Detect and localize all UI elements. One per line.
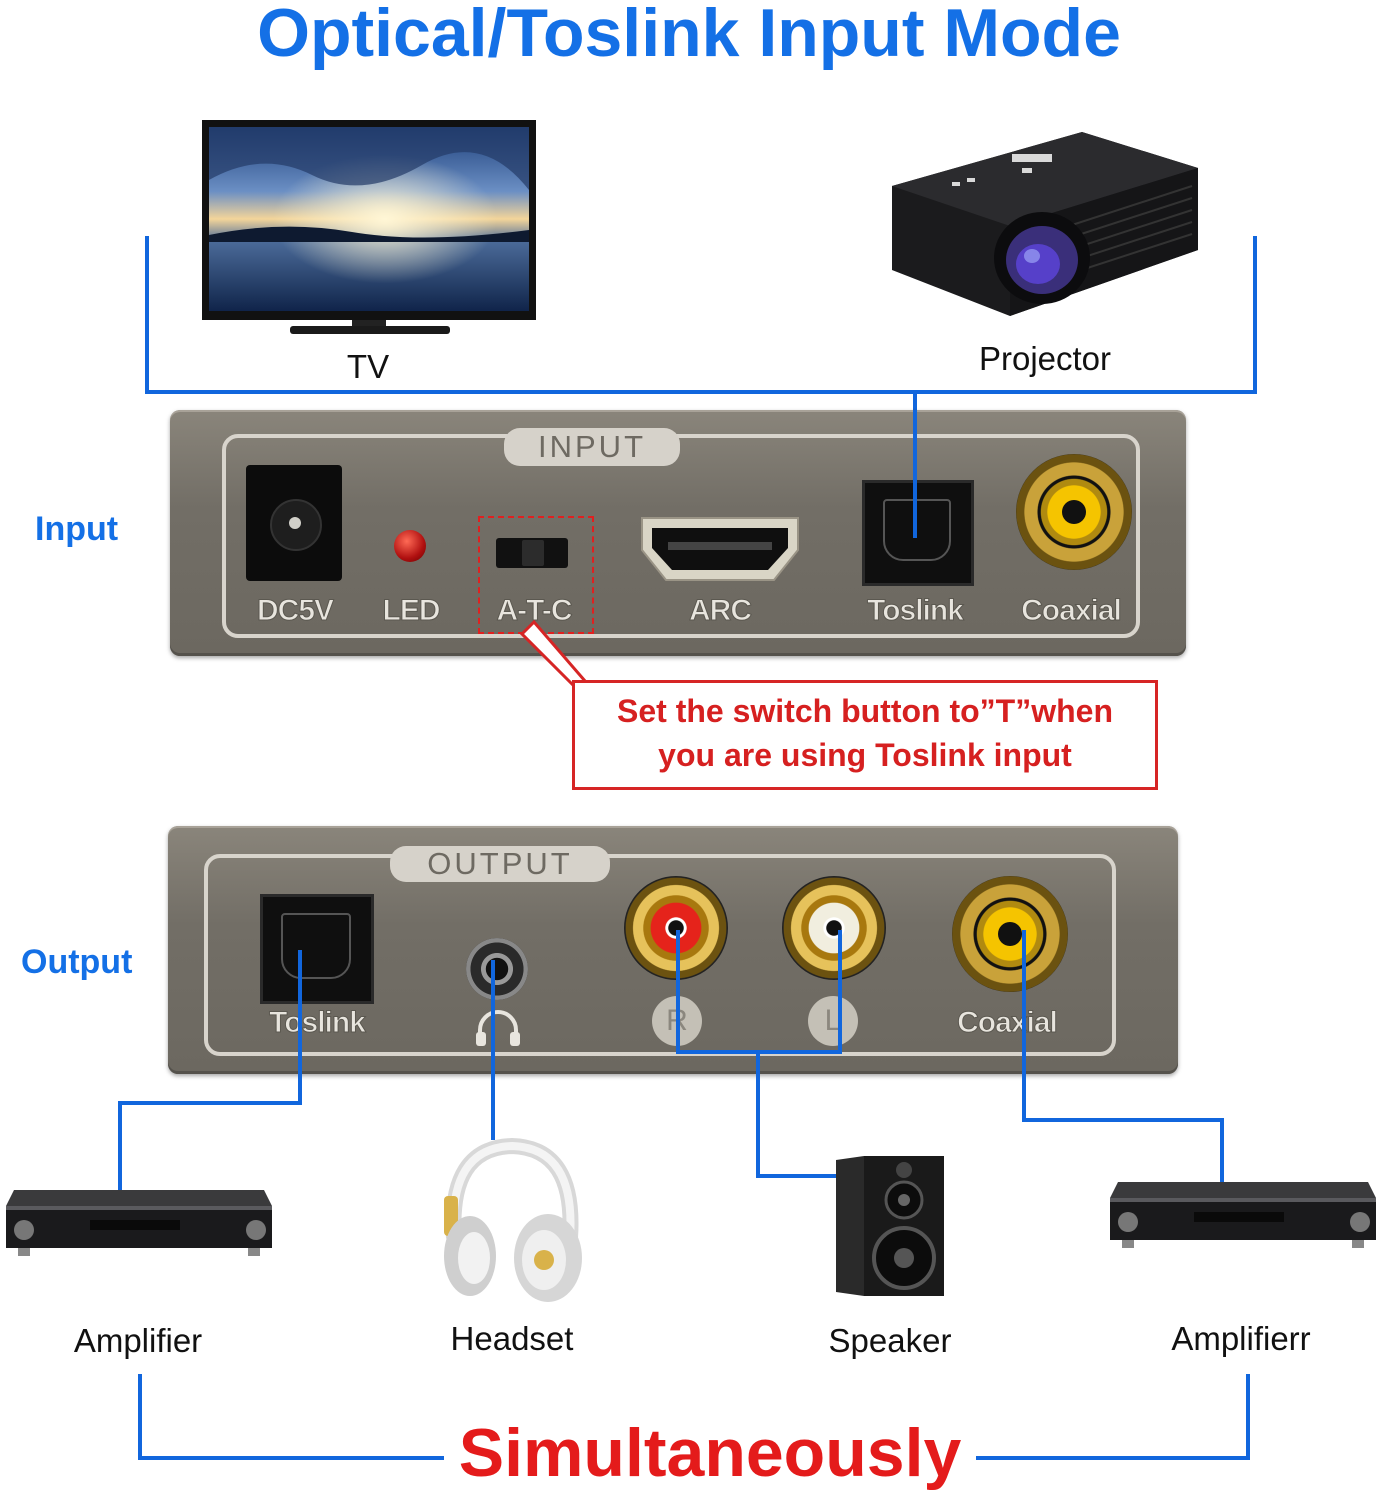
coax-out-wire-to-amp xyxy=(1220,1118,1224,1182)
toslink-input-label: Toslink xyxy=(867,594,965,628)
tv-wire-vertical xyxy=(145,236,149,394)
toslink-output-port[interactable] xyxy=(260,894,374,1004)
callout-line1: Set the switch button to”T”when xyxy=(617,693,1113,729)
toslink-output-label: Toslink xyxy=(269,1006,367,1040)
toslink-input-wire-overlay xyxy=(913,410,917,538)
amplifier-left-label: Amplifier xyxy=(73,1322,203,1359)
r-wire xyxy=(676,930,680,1054)
amplifier-left-device xyxy=(4,1186,274,1262)
input-side-label: Input xyxy=(35,510,119,548)
headset-device xyxy=(440,1137,584,1306)
amplifier-icon xyxy=(6,1190,272,1256)
toslink-out-wire-horizontal xyxy=(118,1101,302,1105)
speaker-icon xyxy=(836,1156,944,1296)
bracket-right-horizontal xyxy=(976,1456,1250,1460)
projector-icon xyxy=(892,132,1198,316)
dc5v-label: DC5V xyxy=(256,594,334,628)
projector-label: Projector xyxy=(978,340,1112,377)
coax-out-wire-down xyxy=(1022,930,1026,1122)
output-frame xyxy=(204,854,1116,1056)
bracket-left-horizontal xyxy=(138,1456,444,1460)
coax-out-wire-horizontal xyxy=(1022,1118,1224,1122)
bracket-left-vertical xyxy=(138,1374,142,1460)
coaxial-input-label: Coaxial xyxy=(1021,594,1123,628)
toslink-out-wire-to-amp xyxy=(118,1101,122,1193)
coaxial-output-label: Coaxial xyxy=(957,1006,1059,1040)
atc-switch[interactable] xyxy=(496,538,568,568)
output-side-label: Output xyxy=(21,943,133,981)
l-wire xyxy=(838,930,842,1054)
l-badge: L xyxy=(808,996,858,1046)
led-indicator xyxy=(394,530,426,562)
callout-line2: you are using Toslink input xyxy=(658,737,1072,773)
led-label: LED xyxy=(382,594,441,628)
amplifier-right-label: Amplifierr xyxy=(1171,1320,1311,1357)
projector-wire-vertical xyxy=(1253,236,1257,394)
output-tag: OUTPUT xyxy=(390,846,610,882)
input-frame xyxy=(222,434,1140,638)
speaker-wire-down xyxy=(756,1050,760,1178)
tv-label: TV xyxy=(346,348,390,385)
headset-wire xyxy=(491,960,495,1140)
arc-label: ARC xyxy=(689,594,753,628)
headset-icon xyxy=(444,1137,582,1302)
rca-l-port[interactable] xyxy=(782,876,886,980)
bracket-right-vertical xyxy=(1246,1374,1250,1460)
input-tag: INPUT xyxy=(504,428,680,466)
toslink-out-wire-down xyxy=(298,950,302,1105)
speaker-wire-horizontal xyxy=(756,1174,836,1178)
top-bus-wire xyxy=(145,390,1257,394)
amplifier-right-device xyxy=(1108,1178,1378,1252)
amplifier-icon-right xyxy=(1110,1182,1376,1248)
input-panel: INPUT DC5V LED A-T-C ARC Toslink Coaxial xyxy=(170,410,1186,656)
output-panel: OUTPUT R L Toslink Coaxial xyxy=(168,826,1178,1074)
speaker-label: Speaker xyxy=(828,1322,952,1359)
dc5v-jack[interactable] xyxy=(246,465,342,581)
coaxial-output-port[interactable] xyxy=(952,876,1068,992)
headphone-jack[interactable] xyxy=(466,938,528,1000)
callout-box: Set the switch button to”T”when you are … xyxy=(572,680,1158,790)
page-title: Optical/Toslink Input Mode xyxy=(257,0,1121,71)
headphone-icon xyxy=(474,1008,522,1048)
headset-label: Headset xyxy=(450,1320,574,1357)
toslink-input-port[interactable] xyxy=(862,480,974,586)
simultaneously-text: Simultaneously xyxy=(458,1415,962,1491)
speaker-device xyxy=(836,1156,946,1298)
tv-device xyxy=(202,120,538,336)
tv-icon xyxy=(202,120,536,334)
projector-device xyxy=(892,128,1202,324)
coaxial-input-port[interactable] xyxy=(1016,454,1132,570)
hdmi-arc-port[interactable] xyxy=(638,514,802,584)
